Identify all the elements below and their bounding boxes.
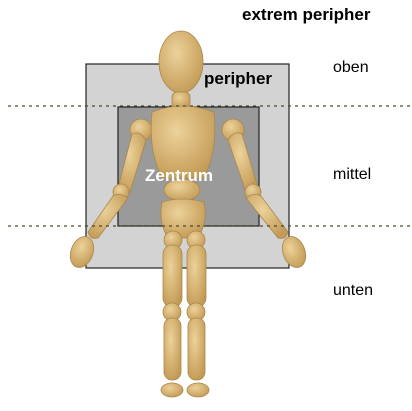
extreme-peripheral-label: extrem peripher — [242, 5, 371, 25]
row-label-middle: mittel — [333, 166, 371, 184]
peripheral-label: peripher — [204, 69, 272, 89]
row-label-top: oben — [333, 59, 369, 77]
row-label-bottom: unten — [333, 282, 373, 300]
center-label: Zentrum — [145, 166, 213, 186]
